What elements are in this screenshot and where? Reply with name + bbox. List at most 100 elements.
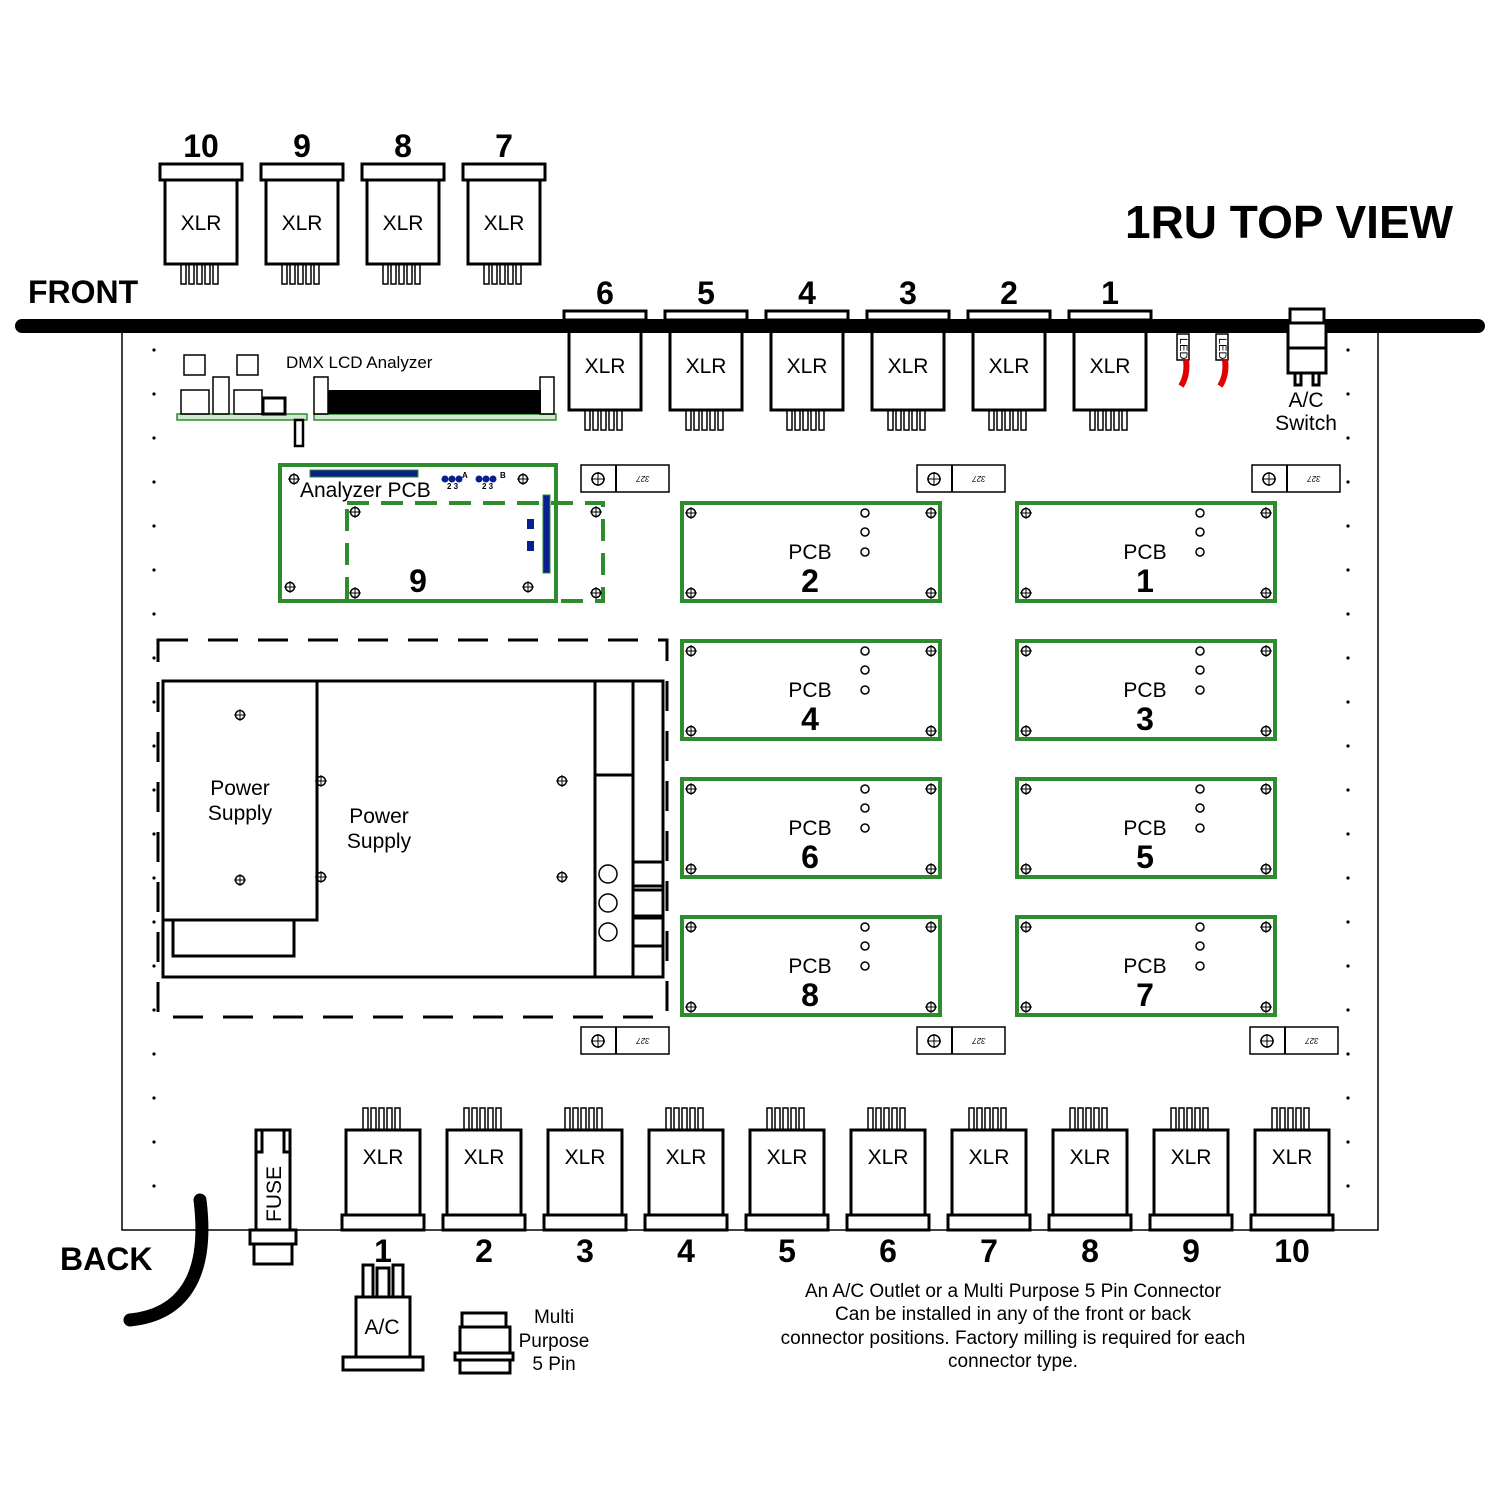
- multi-purpose-label-2: Purpose: [519, 1331, 590, 1352]
- back-label: BACK: [60, 1241, 152, 1277]
- led-hole: [860, 646, 870, 656]
- led-hole: [860, 784, 870, 794]
- xlr-pin: [1105, 409, 1112, 431]
- led-hole: [1195, 508, 1205, 518]
- pcb-number: 3: [1136, 701, 1154, 737]
- xlr-body: [1253, 1128, 1331, 1217]
- xlr-pin: [1000, 1107, 1007, 1131]
- screw-dot: [1346, 656, 1350, 660]
- connector-number: 4: [677, 1233, 695, 1269]
- screw-cross: [1020, 1001, 1032, 1013]
- screw-cross: [234, 874, 246, 886]
- xlr-label: XLR: [383, 212, 424, 235]
- connector-number: 6: [596, 275, 614, 311]
- xlr-pin: [1101, 1107, 1108, 1131]
- xlr-pin: [406, 263, 413, 285]
- screw-cross: [925, 863, 937, 875]
- connector-number: 5: [778, 1233, 796, 1269]
- screw-cross: [1260, 587, 1272, 599]
- connector-number: 2: [475, 1233, 493, 1269]
- xlr-flange: [1148, 1213, 1234, 1232]
- pcb-label: PCB: [788, 955, 831, 978]
- screw-dot: [1346, 964, 1350, 968]
- chassis-screw-dots: [152, 348, 1350, 1188]
- screw-dot: [152, 480, 156, 484]
- screw-dot: [152, 524, 156, 528]
- screw-dot: [1346, 612, 1350, 616]
- xlr-pin: [1194, 1107, 1201, 1131]
- analyzer-pcb-label: Analyzer PCB: [300, 479, 431, 502]
- xlr-pin: [471, 1107, 478, 1131]
- xlr-pin: [996, 409, 1003, 431]
- screw-dot: [1346, 1184, 1350, 1188]
- led-2-wire: [1217, 359, 1229, 388]
- connector-number: 10: [1274, 1233, 1310, 1269]
- xlr-label: XLR: [282, 212, 323, 235]
- note-line-3: connector positions. Factory milling is …: [781, 1328, 1246, 1349]
- power-supply-small-label-1: Power: [210, 777, 270, 800]
- screw-dot: [152, 744, 156, 748]
- pcb-outline: [680, 501, 942, 603]
- connector-number: 7: [495, 128, 513, 164]
- screw-dot: [152, 1184, 156, 1188]
- led-2: [1215, 333, 1229, 361]
- power-cable: [123, 1193, 209, 1327]
- pcb-label: PCB: [1123, 541, 1166, 564]
- led-hole: [860, 941, 870, 951]
- screw-dot: [152, 656, 156, 660]
- screw-cross: [925, 587, 937, 599]
- pcb-outline: [1015, 501, 1277, 603]
- led-hole: [1195, 922, 1205, 932]
- xlr-pin: [810, 409, 817, 431]
- screw-cross: [315, 871, 327, 883]
- xlr-body: [668, 318, 744, 412]
- led-hole: [1195, 784, 1205, 794]
- multi-purpose-label-3: 5 Pin: [532, 1354, 575, 1375]
- note-line-1: An A/C Outlet or a Multi Purpose 5 Pin C…: [805, 1281, 1222, 1302]
- xlr-pin: [968, 1107, 975, 1131]
- xlr-pin: [1069, 1107, 1076, 1131]
- screw-dot: [152, 876, 156, 880]
- screw-cross: [1260, 783, 1272, 795]
- xlr-pin: [212, 263, 219, 285]
- xlr-flange: [461, 162, 547, 182]
- xlr-pin: [911, 409, 918, 431]
- connector-number: 1: [1101, 275, 1119, 311]
- connector-number: 3: [576, 1233, 594, 1269]
- xlr-pin: [988, 409, 995, 431]
- xlr-pin: [919, 409, 926, 431]
- standoff-label: 327: [1307, 474, 1321, 483]
- xlr-pin: [378, 1107, 385, 1131]
- connector-number: 7: [980, 1233, 998, 1269]
- connector-number: 3: [899, 275, 917, 311]
- screw-cross: [685, 1001, 697, 1013]
- xlr-pin: [1085, 1107, 1092, 1131]
- xlr-pin: [717, 409, 724, 431]
- standoff: 327: [580, 464, 670, 493]
- screw-cross: [288, 473, 300, 485]
- led-hole: [860, 803, 870, 813]
- xlr-pin: [196, 263, 203, 285]
- xlr-pin: [1271, 1107, 1278, 1131]
- screw-dot: [152, 920, 156, 924]
- xlr-pin: [665, 1107, 672, 1131]
- xlr-pin: [766, 1107, 773, 1131]
- pcb-label: PCB: [1123, 679, 1166, 702]
- xlr-pin: [818, 409, 825, 431]
- pcb-outline: [680, 915, 942, 1017]
- screw-dot: [1346, 920, 1350, 924]
- screw-cross: [1260, 921, 1272, 933]
- screw-cross: [685, 783, 697, 795]
- xlr-label: XLR: [1070, 1146, 1111, 1169]
- xlr-pin: [305, 263, 312, 285]
- xlr-pin: [515, 263, 522, 285]
